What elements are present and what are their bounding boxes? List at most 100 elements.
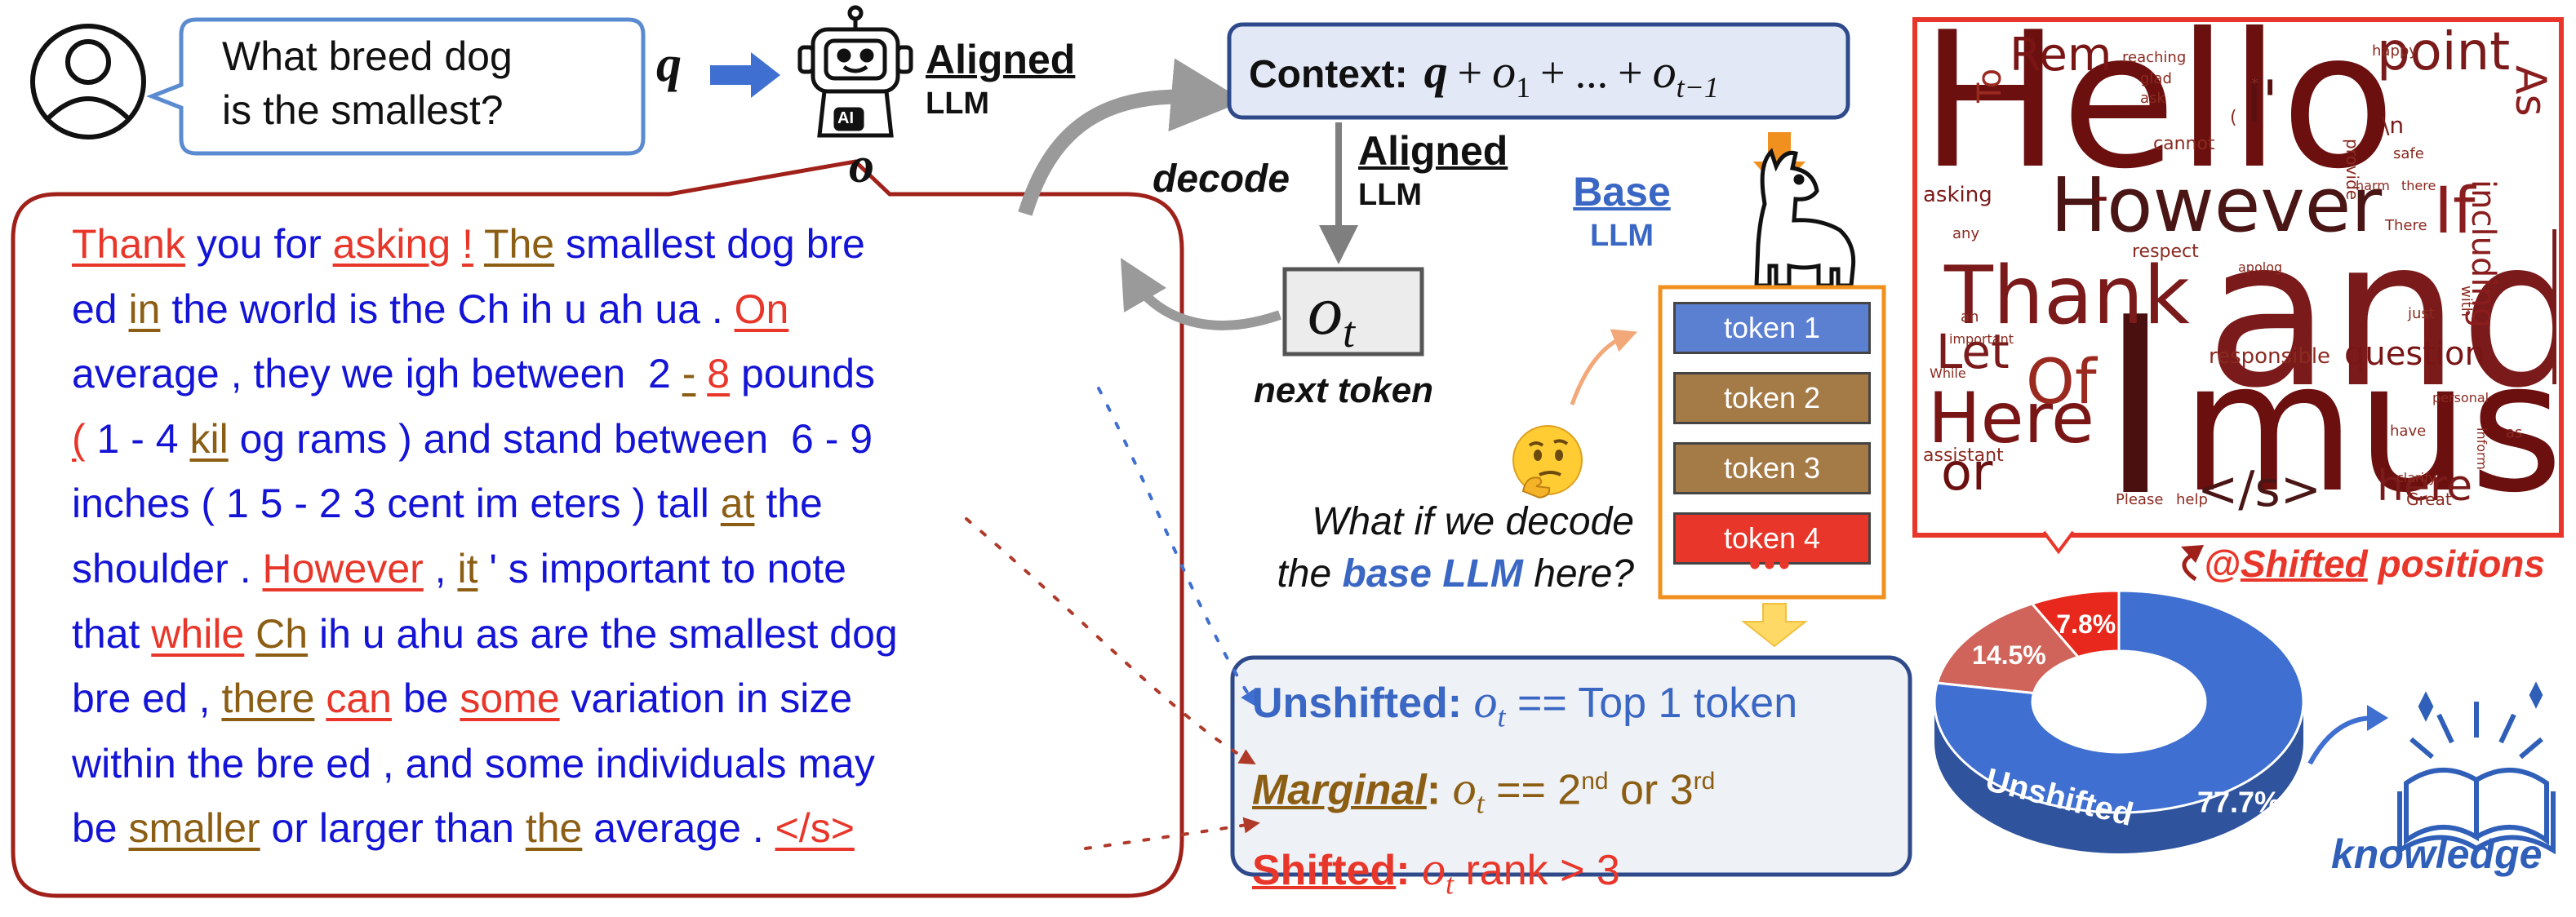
response-token: the	[754, 481, 823, 527]
donut-label-unshifted: 77.7%	[2197, 786, 2281, 819]
response-token	[244, 611, 255, 657]
wordcloud-tail	[2042, 530, 2075, 555]
base-llm-label: Base LLM	[1569, 168, 1675, 254]
donut-label-shifted: 7.8%	[2056, 609, 2116, 639]
marginal-token: smaller	[128, 805, 260, 852]
context-box	[1227, 22, 1850, 120]
response-token: pounds	[730, 351, 876, 397]
context-plus-3: +	[1618, 48, 1643, 97]
wordcloud-word: Here	[1928, 378, 2094, 459]
marginal-token: there	[221, 676, 315, 722]
wordcloud-word: just	[2408, 305, 2435, 322]
legend-marginal-sup1: nd	[1581, 768, 1609, 795]
wordcloud-word: and	[2205, 195, 2556, 432]
decode-label: decode	[1153, 157, 1290, 201]
response-line: Thank you for asking ! The smallest dog …	[72, 212, 1166, 277]
legend-marginal-sub: t	[1476, 787, 1485, 821]
shifted-pointer	[1084, 817, 1260, 850]
wordcloud-word: important	[1949, 331, 2014, 347]
response-token: shoulder .	[72, 545, 263, 591]
ot-box	[1282, 267, 1424, 357]
decode-question-line2-em: base LLM	[1342, 552, 1523, 596]
wordcloud-frame	[1912, 17, 2564, 538]
decode-question: What if we decode the base LLM here?	[1224, 496, 1634, 600]
marginal-token: at	[720, 481, 755, 527]
thinking-arrow	[1570, 329, 1638, 405]
context-ot1: o	[1652, 45, 1677, 98]
wordcloud-word: Of	[2026, 345, 2097, 418]
wordcloud-word: asking	[1923, 183, 1992, 207]
context-dots: ...	[1574, 48, 1609, 97]
response-token: you for	[184, 221, 333, 267]
legend-marginal-label: Marginal	[1252, 766, 1427, 814]
response-token	[473, 221, 484, 267]
knowledge-book-icon	[2397, 681, 2556, 855]
response-token: the world is the Ch ih u ah ua .	[160, 286, 735, 332]
context-ot1-sub: t−1	[1676, 71, 1719, 104]
wordcloud-caption-arrowhead	[2181, 545, 2204, 563]
context-q: q	[1423, 45, 1448, 98]
base-llm-line1: Base	[1573, 169, 1671, 215]
wordcloud-word: apolog	[2238, 259, 2283, 275]
response-token: average , they we igh between 2	[72, 351, 682, 397]
legend-shifted-sub: t	[1446, 867, 1455, 901]
legend-unshifted-o: o	[1473, 675, 1498, 728]
response-line: average , they we igh between 2 - 8 poun…	[72, 342, 1166, 407]
wordcloud-word: ask	[2140, 90, 2165, 107]
user-avatar-icon	[30, 24, 146, 140]
response-token: that	[72, 610, 152, 657]
wordcloud-word: Let	[1936, 324, 2010, 379]
response-token: 1 - 4	[85, 415, 190, 462]
context-plus-1: +	[1457, 48, 1483, 97]
legend-marginal-o: o	[1452, 761, 1477, 815]
shifted-token: </s>	[775, 805, 855, 852]
response-line: that while Ch ih u ahu as are the smalle…	[72, 602, 1166, 667]
legend-shifted: Shifted: ot rank > 3	[1252, 836, 1905, 916]
marginal-token: in	[128, 286, 161, 332]
wordcloud-word: question	[2344, 335, 2485, 373]
question-line-1: What breed dog	[222, 33, 513, 79]
response-token: smallest dog bre	[554, 221, 865, 267]
base-token-3: token 3	[1673, 442, 1871, 494]
wordcloud-word: responsible	[2209, 344, 2331, 369]
question-line-2: is the smallest?	[222, 87, 504, 133]
response-token: inches ( 1 5 - 2 3 cent im eters ) tall	[72, 481, 721, 527]
wordcloud-word: point	[2377, 24, 2511, 82]
legend-marginal-sup2: rd	[1693, 768, 1716, 795]
response-token	[695, 351, 707, 396]
q-symbol: q	[656, 37, 682, 92]
shifted-token: asking	[332, 221, 451, 267]
response-token	[314, 676, 326, 721]
wordcloud-word: harm	[2356, 178, 2390, 193]
wordcloud-word: Rem	[2010, 29, 2112, 82]
response-token: ' s important to note	[477, 545, 846, 591]
wordcloud-word: help	[2176, 491, 2208, 508]
wordcloud-word: Thank	[1944, 250, 2190, 343]
legend-marginal-colon: :	[1426, 766, 1441, 814]
wordcloud-word: To	[1971, 68, 2009, 103]
response-line: ( 1 - 4 kil og rams ) and stand between …	[72, 407, 1166, 472]
wordcloud-word: l'	[2246, 69, 2278, 135]
context-o1-sub: 1	[1516, 71, 1531, 104]
wordcloud-word: safe	[2393, 145, 2424, 162]
wordcloud-word: Great	[2406, 490, 2452, 509]
donut-label-marginal: 14.5%	[1972, 640, 2046, 670]
next-token-label: next token	[1254, 370, 1434, 410]
wordcloud-word: an	[1961, 308, 1979, 326]
wordcloud-word: happy	[2372, 42, 2418, 60]
response-line: be smaller or larger than the average . …	[72, 796, 1166, 862]
wordcloud-word: Please	[2116, 491, 2164, 508]
decode-question-line2-post: here?	[1522, 552, 1634, 596]
marginal-token: The	[483, 221, 555, 267]
wordcloud-word: have	[2390, 423, 2427, 440]
legend-unshifted: Unshifted: ot == Top 1 token	[1252, 669, 1905, 749]
context-expression: Context: q + o 1 + ... + o t−1	[1249, 44, 1719, 106]
donut-side	[1934, 702, 2303, 853]
shifted-token: However	[262, 545, 424, 591]
response-token: bre ed ,	[72, 676, 222, 722]
legend-unshifted-sub: t	[1497, 700, 1506, 733]
wordcloud-word: Hello	[1920, 24, 2396, 210]
donut-slice-marginal	[1935, 602, 2081, 695]
wordcloud-word: any	[1952, 225, 1980, 242]
